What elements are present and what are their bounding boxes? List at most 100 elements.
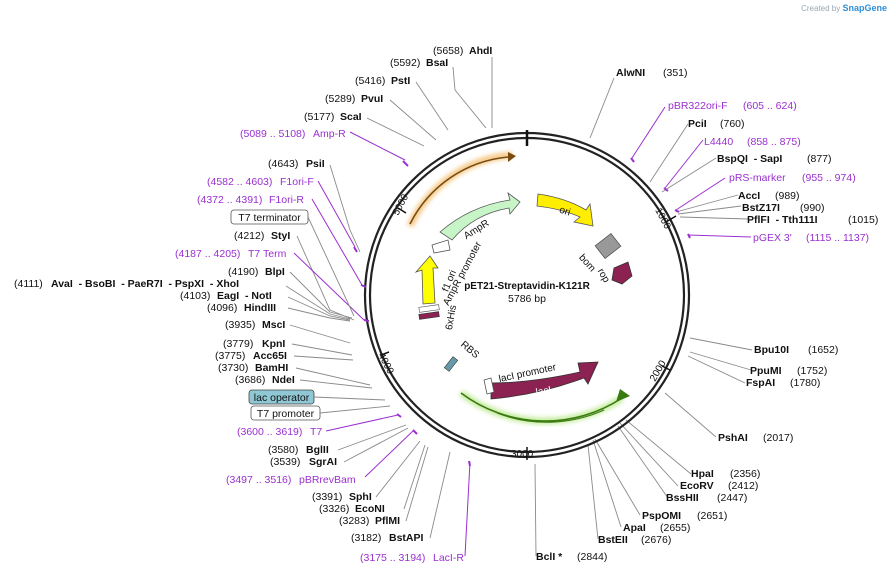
tick-1000-mark bbox=[665, 215, 677, 223]
bom-label: bom bbox=[576, 252, 597, 274]
site-pshai-name[interactable]: PshAI bbox=[718, 432, 748, 444]
laci-feature bbox=[490, 361, 599, 400]
primer-t7-name[interactable]: T7 bbox=[310, 426, 322, 438]
snapgene-logo-text: SnapGene bbox=[842, 3, 887, 13]
site-bsshii-name[interactable]: BssHII bbox=[666, 492, 699, 504]
site-blpi-name[interactable]: BlpI bbox=[265, 266, 285, 278]
site-pcii-name[interactable]: PciI bbox=[688, 118, 707, 130]
primer-arrowhead-bottom bbox=[616, 389, 630, 402]
site-ahdi-name[interactable]: AhdI bbox=[469, 45, 492, 57]
primer-f1ori-f-name[interactable]: F1ori-F bbox=[280, 176, 314, 188]
site-econi-pos: (3326) bbox=[319, 503, 349, 515]
site-pflfi-pos: (1015) bbox=[848, 214, 878, 226]
site-bspqi-name[interactable]: BspQI - SapI bbox=[717, 153, 782, 165]
boxed-features: T7 terminator lac operator T7 promoter bbox=[230, 209, 391, 421]
tick-2000-mark bbox=[661, 365, 671, 371]
primer-pgex3-name[interactable]: pGEX 3' bbox=[753, 232, 792, 244]
primer-pbr322ori-f-name[interactable]: pBR322ori-F bbox=[668, 100, 728, 112]
rop-feature bbox=[611, 261, 633, 285]
site-fspai-pos: (1780) bbox=[790, 377, 820, 389]
primer-arrow-bottom-2 bbox=[496, 409, 605, 423]
site-pshai-pos: (2017) bbox=[763, 432, 793, 444]
site-econi-name[interactable]: EcoNI bbox=[355, 503, 385, 515]
primer-laci-r-name[interactable]: LacI-R bbox=[433, 552, 464, 564]
site-alwni-name[interactable]: AlwNI bbox=[616, 67, 645, 79]
site-sgrai-name[interactable]: SgrAI bbox=[309, 456, 337, 468]
site-kpni-name[interactable]: KpnI bbox=[262, 338, 285, 350]
primer-prs-marker-name[interactable]: pRS-marker bbox=[729, 172, 786, 184]
site-msci-name[interactable]: MscI bbox=[262, 319, 285, 331]
primer-ampr-name[interactable]: Amp-R bbox=[313, 128, 346, 140]
rbs-label: RBS bbox=[458, 339, 481, 361]
site-bsteii-name[interactable]: BstEII bbox=[598, 534, 628, 546]
site-bamhi-name[interactable]: BamHI bbox=[255, 362, 288, 374]
rbs-feature bbox=[443, 356, 459, 372]
site-ecorv-pos: (2412) bbox=[728, 480, 758, 492]
site-pspomi-pos: (2651) bbox=[697, 510, 727, 522]
leader-lines bbox=[285, 57, 753, 557]
site-pflmi-name[interactable]: PflMI bbox=[375, 515, 400, 527]
primer-laci-r-range: (3175 .. 3194) bbox=[360, 552, 425, 564]
ring-label-4000: 4000 bbox=[375, 351, 395, 376]
site-bspqi-pos: (877) bbox=[807, 153, 832, 165]
site-sphi-pos: (3391) bbox=[312, 491, 342, 503]
site-fspai-name[interactable]: FspAI bbox=[746, 377, 775, 389]
sites-left: (5658) AhdI (5592) BsaI (5416) PstI (528… bbox=[14, 45, 492, 544]
primer-l4440-name[interactable]: L4440 bbox=[704, 136, 733, 148]
site-sphi-name[interactable]: SphI bbox=[349, 491, 372, 503]
site-eagi-name[interactable]: EagI - NotI bbox=[217, 290, 272, 302]
site-acci-pos: (989) bbox=[775, 190, 800, 202]
site-bstz17i-name[interactable]: BstZ17I bbox=[742, 202, 780, 214]
site-eagi-pos: (4103) bbox=[180, 290, 210, 302]
primer-t7term-name[interactable]: T7 Term bbox=[248, 248, 287, 260]
site-ndei-name[interactable]: NdeI bbox=[272, 374, 295, 386]
primer-pbr322ori-f-range: (605 .. 624) bbox=[743, 100, 797, 112]
ori-feature bbox=[536, 193, 594, 227]
site-pflfi-name[interactable]: PflFI - Tth111I bbox=[747, 214, 818, 226]
site-psii-name[interactable]: PsiI bbox=[306, 158, 325, 170]
primer-marks bbox=[353, 157, 691, 467]
site-bglii-name[interactable]: BglII bbox=[306, 444, 329, 456]
site-kpni-pos: (3779) bbox=[223, 338, 253, 350]
site-bpu10i-pos: (1652) bbox=[808, 344, 838, 356]
primer-f1ori-r-range: (4372 .. 4391) bbox=[197, 194, 262, 206]
site-acci-name[interactable]: AccI bbox=[738, 190, 760, 202]
site-psti-name[interactable]: PstI bbox=[391, 75, 410, 87]
site-ppumi-name[interactable]: PpuMI bbox=[750, 365, 782, 377]
primer-f1ori-r-name[interactable]: F1ori-R bbox=[269, 194, 304, 206]
site-scai-pos: (5177) bbox=[304, 111, 334, 123]
site-scai-name[interactable]: ScaI bbox=[340, 111, 362, 123]
primer-arrow-bottom bbox=[460, 392, 623, 422]
primer-t7-range: (3600 .. 3619) bbox=[237, 426, 302, 438]
site-bsai-name[interactable]: BsaI bbox=[426, 57, 448, 69]
primer-t7term-range: (4187 .. 4205) bbox=[175, 248, 240, 260]
site-acc65i-pos: (3775) bbox=[215, 350, 245, 362]
sites-right: AlwNI (351) PciI (760) BspQI - SapI (877… bbox=[536, 67, 878, 563]
site-acc65i-name[interactable]: Acc65I bbox=[253, 350, 287, 362]
tick-4000-mark bbox=[380, 351, 390, 356]
site-bstapi-name[interactable]: BstAPI bbox=[389, 532, 424, 544]
lac-operator-leader bbox=[313, 396, 386, 401]
site-pspomi-name[interactable]: PspOMI bbox=[642, 510, 681, 522]
site-ecorv-name[interactable]: EcoRV bbox=[680, 480, 714, 492]
bom-feature bbox=[594, 232, 622, 260]
ampr-feature bbox=[439, 191, 521, 241]
site-pvui-name[interactable]: PvuI bbox=[361, 93, 383, 105]
primer-pbrrevbam-name[interactable]: pBRrevBam bbox=[299, 474, 356, 486]
plasmid-name: pET21-Streptavidin-K121R bbox=[464, 281, 590, 292]
site-ndei-pos: (3686) bbox=[235, 374, 265, 386]
site-styi-name[interactable]: StyI bbox=[271, 230, 290, 242]
site-bpu10i-name[interactable]: Bpu10I bbox=[754, 344, 789, 356]
site-hindiii-name[interactable]: HindIII bbox=[244, 302, 276, 314]
site-bamhi-pos: (3730) bbox=[218, 362, 248, 374]
site-avai-name[interactable]: AvaI - BsoBI - PaeR7I - PspXI - XhoI bbox=[51, 278, 239, 290]
site-sgrai-pos: (3539) bbox=[270, 456, 300, 468]
site-bcli-name[interactable]: BclI * bbox=[536, 551, 563, 563]
lac-operator-label: lac operator bbox=[254, 392, 310, 404]
site-hpai-name[interactable]: HpaI bbox=[691, 468, 714, 480]
ori-label: ori bbox=[558, 205, 572, 219]
site-apai-name[interactable]: ApaI bbox=[623, 522, 646, 534]
site-msci-pos: (3935) bbox=[225, 319, 255, 331]
laci-promoter-feature bbox=[483, 377, 495, 395]
